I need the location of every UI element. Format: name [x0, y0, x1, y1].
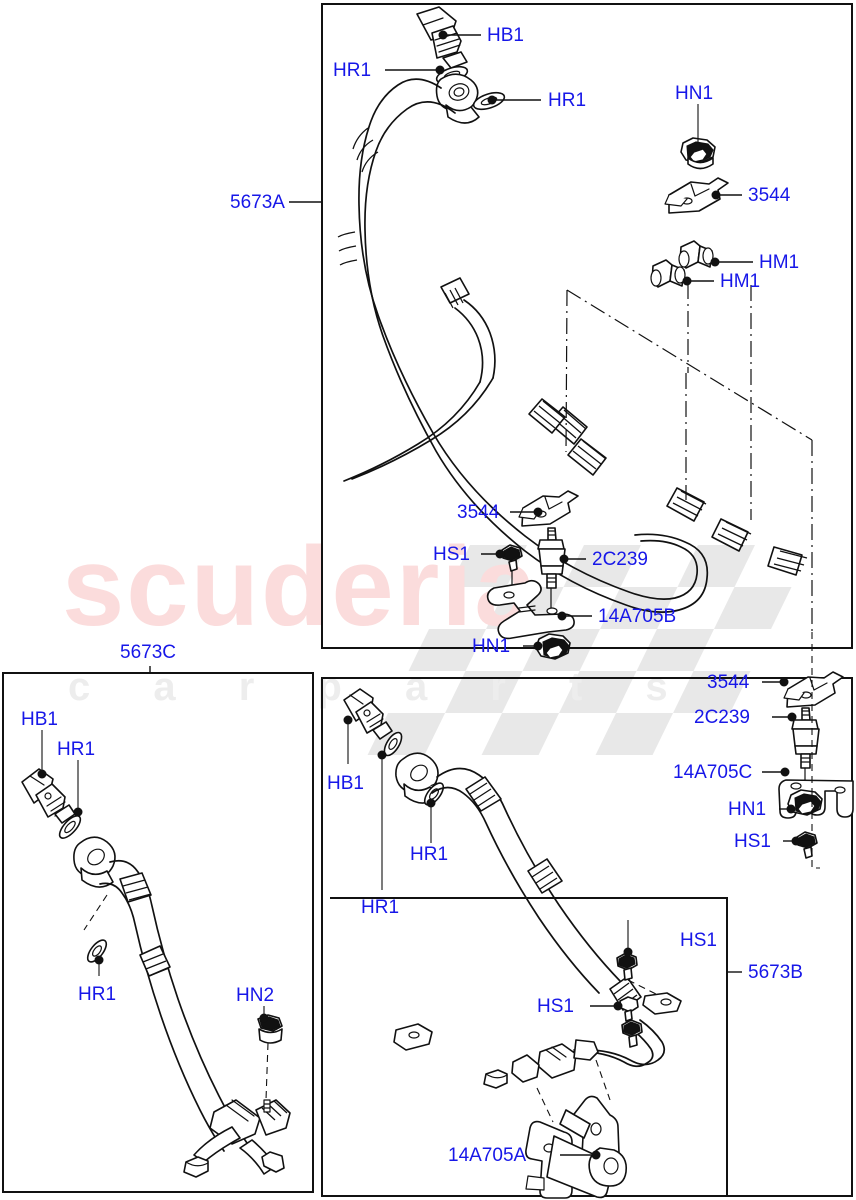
callout-main-hb1[interactable]: HB1: [438, 25, 524, 46]
callout-left-hb1[interactable]: HB1: [21, 709, 58, 779]
callout-5673A[interactable]: 5673A: [230, 192, 322, 213]
callout-main-hr1-right[interactable]: HR1: [487, 90, 587, 111]
construction-line-lower-right: [811, 632, 820, 869]
grommet-hm1-main-upper: [678, 240, 714, 269]
callout-5673C[interactable]: 5673C: [120, 642, 176, 673]
callout-label-main-3544-mid: 3544: [457, 502, 500, 523]
callout-main-2c239-mid[interactable]: 2C239: [559, 549, 649, 570]
hose-end-fitting-main: [435, 73, 480, 124]
callout-5673B[interactable]: 5673B: [727, 962, 803, 983]
callout-label-left-hb1: HB1: [21, 709, 58, 730]
callout-label-right-hs1-upper: HS1: [680, 930, 717, 951]
callout-label-right-hb1: HB1: [327, 773, 364, 794]
grommet-hm1-main-lower: [650, 259, 686, 288]
callout-right-14a705a[interactable]: 14A705A: [448, 1145, 601, 1166]
callout-main-3544-lower[interactable]: 3544: [707, 672, 789, 693]
callout-label-main-hs1-mid: HS1: [433, 544, 470, 565]
callout-label-5673B: 5673B: [748, 962, 803, 983]
callout-label-main-hn1-lower: HN1: [728, 799, 766, 820]
callout-right-hb1[interactable]: HB1: [327, 715, 364, 795]
isolator-2c239-main-mid: [537, 527, 566, 611]
callout-label-left-hr1-lower: HR1: [78, 984, 116, 1005]
callout-label-right-hr1-a: HR1: [361, 897, 399, 918]
nut-hn1-main-upper: [680, 137, 716, 170]
callout-main-14a705c[interactable]: 14A705C: [673, 762, 790, 783]
callout-label-main-3544-lower: 3544: [707, 672, 750, 693]
callout-main-hn1-upper[interactable]: HN1: [675, 83, 713, 144]
panel-frame-main: [321, 3, 853, 649]
nut-hn1-main-mid: [535, 633, 571, 660]
callout-main-14a705b[interactable]: 14A705B: [557, 606, 677, 627]
callout-main-hm1-upper[interactable]: HM1: [710, 252, 800, 273]
callout-label-left-hr1-upper: HR1: [57, 739, 95, 760]
watermark-brand: scuderia: [62, 524, 539, 649]
callout-left-hr1-upper[interactable]: HR1: [57, 739, 95, 817]
callout-label-main-14a705b: 14A705B: [598, 606, 676, 627]
callout-label-left-hn2: HN2: [236, 985, 274, 1006]
callout-label-right-hs1-lower: HS1: [537, 996, 574, 1017]
callout-main-3544-mid[interactable]: 3544: [457, 502, 543, 523]
bracket-14a705b-main-mid: [486, 579, 575, 640]
bottom-right-assembly: [343, 688, 682, 1199]
callout-main-2c239-lower[interactable]: 2C239: [694, 707, 797, 728]
callout-label-main-hm1-lower: HM1: [720, 271, 760, 292]
clip-3544-main-lower: [783, 671, 844, 708]
callout-right-hs1-lower[interactable]: HS1: [537, 996, 623, 1017]
callout-label-main-14a705c: 14A705C: [673, 762, 752, 783]
callout-label-main-hr1-left: HR1: [333, 60, 371, 81]
callout-label-5673C: 5673C: [120, 642, 176, 663]
callout-label-main-hm1-upper: HM1: [759, 252, 799, 273]
callout-label-main-hn1-mid: HN1: [472, 636, 510, 657]
clip-3544-main-upper: [664, 177, 729, 214]
callout-label-main-hn1-upper: HN1: [675, 83, 713, 104]
callout-left-hr1-lower[interactable]: HR1: [78, 955, 116, 1006]
callout-label-right-hr1-b: HR1: [410, 844, 448, 865]
construction-lines-main: [565, 283, 813, 632]
callout-main-hs1-mid[interactable]: HS1: [433, 544, 505, 565]
bottom-left-assembly: [21, 768, 291, 1178]
panel-frame-bottom-right: [321, 677, 853, 1197]
panel-frame-bottom-right-inner: [330, 897, 728, 1196]
callout-label-main-hr1-right: HR1: [548, 90, 586, 111]
callout-main-hs1-lower[interactable]: HS1: [734, 831, 801, 852]
callout-main-hn1-mid[interactable]: HN1: [472, 636, 543, 657]
callout-label-main-2c239-mid: 2C239: [592, 549, 648, 570]
callout-right-hs1-upper[interactable]: HS1: [623, 920, 717, 957]
callout-left-hn2[interactable]: HN2: [236, 985, 274, 1023]
panel-frame-bottom-left: [2, 672, 314, 1193]
callout-label-main-hb1: HB1: [487, 25, 524, 46]
callout-label-main-3544-upper: 3544: [748, 185, 791, 206]
callout-main-hr1-left[interactable]: HR1: [333, 60, 445, 81]
callout-main-3544-upper[interactable]: 3544: [711, 185, 791, 206]
callout-main-hm1-lower[interactable]: HM1: [682, 271, 761, 292]
callout-main-hn1-lower[interactable]: HN1: [728, 799, 796, 820]
return-tube-main: [343, 277, 566, 482]
callout-label-main-2c239-lower: 2C239: [694, 707, 750, 728]
callout-label-right-14a705a: 14A705A: [448, 1145, 527, 1166]
callout-right-hr1-a[interactable]: HR1: [361, 750, 399, 919]
callout-right-hr1-b[interactable]: HR1: [410, 798, 448, 866]
callout-label-main-hs1-lower: HS1: [734, 831, 771, 852]
callout-label-5673A: 5673A: [230, 192, 285, 213]
